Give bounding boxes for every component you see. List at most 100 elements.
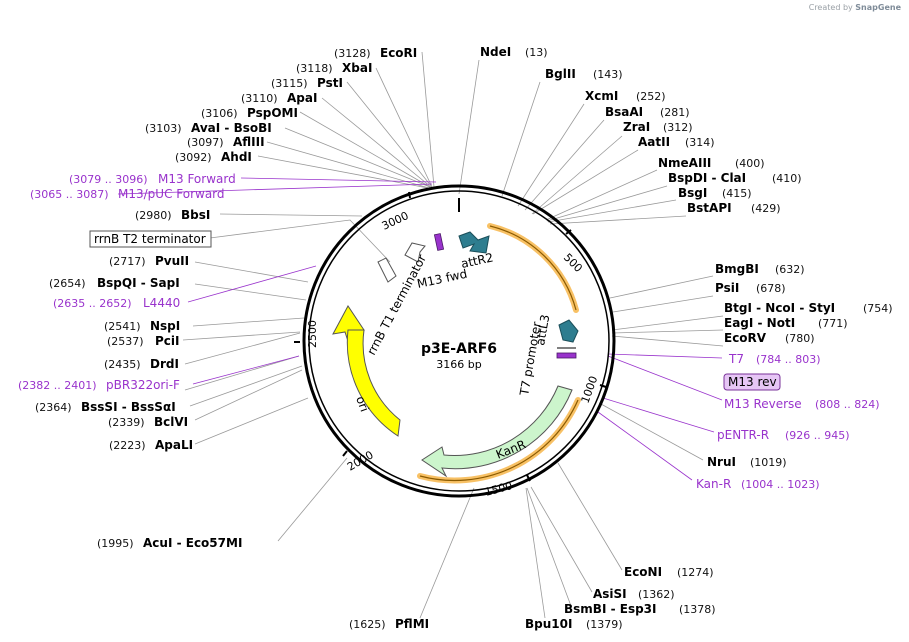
site-name[interactable]: BstAPI — [687, 201, 732, 215]
m13-rev-label: M13 rev — [728, 375, 777, 389]
site-pos: (771) — [818, 317, 848, 330]
site-name[interactable]: AflIII — [233, 135, 265, 149]
m13-fwd-marker[interactable] — [433, 233, 445, 251]
site-name[interactable]: BbsI — [181, 208, 210, 222]
ori-label: ori — [353, 394, 371, 413]
primer-name[interactable]: M13 Reverse — [724, 397, 802, 411]
site-name[interactable]: ApaI — [287, 91, 317, 105]
site-pos: (754) — [863, 302, 893, 315]
site-name[interactable]: BsmBI - Esp3I — [564, 602, 656, 616]
attr2-arrow[interactable] — [458, 231, 490, 254]
site-name[interactable]: PvuII — [155, 254, 189, 268]
site-name[interactable]: NruI — [707, 455, 736, 469]
primer-pos: (784 .. 803) — [756, 353, 821, 366]
primer-name[interactable]: M13/pUC Forward — [118, 187, 225, 201]
site-name[interactable]: ZraI — [623, 120, 650, 134]
rrnb-t2-callout — [209, 219, 391, 263]
site-pos: (1362) — [638, 588, 675, 601]
site-name[interactable]: PciI — [155, 334, 180, 348]
tick-label-2500: 2500 — [306, 320, 319, 348]
primer-name[interactable]: M13 Forward — [158, 172, 236, 186]
site-name[interactable]: BglII — [545, 67, 576, 81]
rrnb-t2-box[interactable] — [89, 230, 212, 248]
site-name[interactable]: AsiSI — [593, 587, 627, 601]
site-name[interactable]: ApaLI — [155, 438, 193, 452]
site-name[interactable]: AcuI - Eco57MI — [143, 536, 242, 550]
site-name[interactable]: EcoRI — [380, 46, 417, 60]
site-name[interactable]: BspDI - ClaI — [668, 171, 746, 185]
tick-label-3000: 3000 — [380, 209, 411, 233]
site-name[interactable]: NmeAIII — [658, 156, 711, 170]
site-name[interactable]: PflMI — [395, 617, 429, 631]
site-pos: (3092) — [175, 151, 212, 164]
site-pos: (2541) — [104, 320, 141, 333]
t7-promoter-marker[interactable] — [556, 352, 577, 359]
site-name[interactable]: BsaAI — [605, 105, 643, 119]
callout-lines — [182, 51, 724, 619]
site-name[interactable]: DrdI — [150, 357, 179, 371]
primer-pos: (1004 .. 1023) — [741, 478, 820, 491]
site-pos: (1379) — [586, 618, 623, 631]
site-pos: (415) — [722, 187, 752, 200]
site-pos: (780) — [785, 332, 815, 345]
site-pos: (3097) — [187, 136, 224, 149]
site-name[interactable]: AhdI — [221, 150, 252, 164]
site-pos: (2364) — [35, 401, 72, 414]
site-pos: (2717) — [109, 255, 146, 268]
site-pos: (2435) — [104, 358, 141, 371]
site-pos: (3103) — [145, 122, 182, 135]
site-name[interactable]: AatII — [638, 135, 670, 149]
site-name[interactable]: BtgI - NcoI - StyI — [724, 301, 835, 315]
kanr-arrow[interactable] — [421, 385, 573, 478]
primer-name[interactable]: Kan-R — [696, 477, 731, 491]
site-name[interactable]: BclVI — [154, 415, 188, 429]
position-ticks — [294, 191, 607, 482]
site-name[interactable]: EcoNI — [624, 565, 662, 579]
site-name[interactable]: NdeI — [480, 45, 511, 59]
site-pos: (2654) — [49, 277, 86, 290]
site-name[interactable]: XbaI — [342, 61, 372, 75]
site-pos: (1995) — [97, 537, 134, 550]
primer-name[interactable]: T7 — [728, 352, 744, 366]
site-name[interactable]: EagI - NotI — [724, 316, 795, 330]
tick-label-1500: 1500 — [483, 479, 513, 499]
site-pos: (3128) — [334, 47, 371, 60]
attl3-arrow[interactable] — [558, 319, 579, 343]
site-pos: (2339) — [108, 416, 145, 429]
primer-pos: (3065 .. 3087) — [30, 188, 109, 201]
site-name[interactable]: BssSI - BssSαI — [81, 400, 176, 414]
site-name[interactable]: Bpu10I — [525, 617, 572, 631]
site-pos: (1019) — [750, 456, 787, 469]
plasmid-length: 3166 bp — [436, 358, 481, 371]
primer-name[interactable]: pBR322ori-F — [106, 378, 180, 392]
site-pos: (312) — [663, 121, 693, 134]
primer-name[interactable]: pENTR-R — [717, 428, 769, 442]
m13-rev-box[interactable] — [723, 373, 781, 391]
attr2-label: attR2 — [460, 250, 495, 271]
site-name[interactable]: BmgBI — [715, 262, 759, 276]
ori-arrow[interactable] — [346, 329, 401, 437]
site-pos: (281) — [660, 106, 690, 119]
site-name[interactable]: BsgI — [678, 186, 707, 200]
site-pos: (3106) — [201, 107, 238, 120]
rrnb-t2-marker[interactable] — [404, 242, 426, 263]
site-name[interactable]: BspQI - SapI — [97, 276, 180, 290]
site-name[interactable]: PsiI — [715, 281, 739, 295]
site-pos: (2537) — [107, 335, 144, 348]
backbone-outer — [302, 184, 616, 498]
site-pos: (3115) — [271, 77, 308, 90]
site-name[interactable]: AvaI - BsoBI — [191, 121, 272, 135]
site-name[interactable]: PspOMI — [247, 106, 298, 120]
primer-pos: (2382 .. 2401) — [18, 379, 97, 392]
site-name[interactable]: PstI — [317, 76, 343, 90]
site-name[interactable]: EcoRV — [724, 331, 767, 345]
primer-name[interactable]: L4440 — [143, 296, 180, 310]
rrnb-t1-marker[interactable] — [377, 257, 397, 283]
site-name[interactable]: NspI — [150, 319, 180, 333]
site-name[interactable]: XcmI — [585, 89, 618, 103]
backbone-inner — [308, 190, 610, 492]
site-pos: (410) — [772, 172, 802, 185]
t7-promoter-label: T7 promoter — [517, 321, 544, 398]
primer-pos: (926 .. 945) — [785, 429, 850, 442]
